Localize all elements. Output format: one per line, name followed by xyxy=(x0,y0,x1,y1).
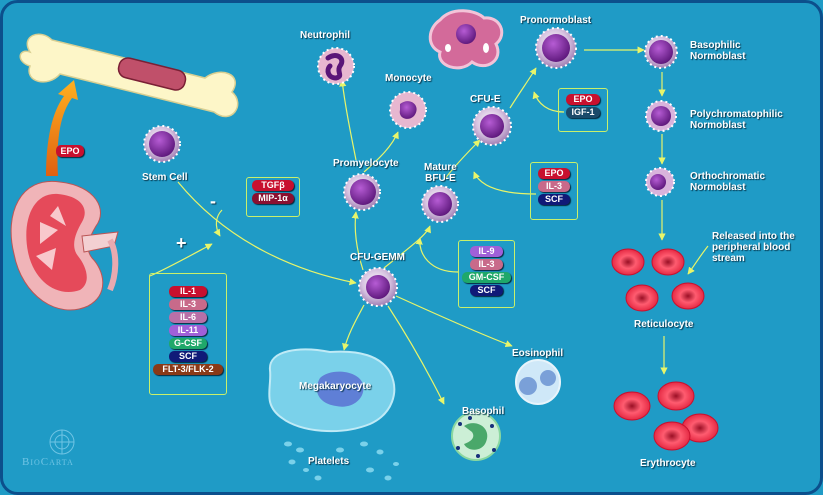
kidney-icon xyxy=(10,180,119,311)
label-pronormoblast: Pronormoblast xyxy=(520,15,592,26)
cell-cfu-gemm xyxy=(358,267,398,307)
chip-il-11: IL-11 xyxy=(169,325,207,336)
epo-arrow xyxy=(46,80,78,176)
cell-neutrophil xyxy=(317,47,355,85)
platelets-dots xyxy=(284,441,399,481)
erythrocytes xyxy=(613,381,719,451)
cell-cfu-e xyxy=(472,106,512,146)
label-neutrophil: Neutrophil xyxy=(300,30,350,41)
chip-il-3: IL-3 xyxy=(169,299,207,310)
label-eosinophil: Eosinophil xyxy=(512,348,564,359)
label-reticulocyte: Reticulocyte xyxy=(634,319,694,330)
label-platelets: Platelets xyxy=(308,456,350,467)
minus-sign: - xyxy=(210,191,216,211)
chip-flt-3-flk-2: FLT-3/FLK-2 xyxy=(153,364,223,375)
cell-basophil xyxy=(451,411,501,461)
chip-scf-c: SCF xyxy=(537,194,571,205)
epo-kidney-chip: EPO xyxy=(56,145,84,157)
chip-igf-1: IGF-1 xyxy=(566,107,600,118)
chip-il-1: IL-1 xyxy=(169,286,207,297)
lineage-arrows xyxy=(149,46,709,405)
chip-epo-b: EPO xyxy=(537,168,571,179)
chip-scf-b: SCF xyxy=(470,285,503,296)
chip-g-csf: G-CSF xyxy=(169,338,207,349)
label-orthochromatic-normoblast: Orthochromatic Normoblast xyxy=(690,171,766,193)
label-cfu-e: CFU-E xyxy=(470,94,501,105)
plus-sign: + xyxy=(176,233,187,253)
chip-gm-csf: GM-CSF xyxy=(462,272,511,283)
cell-stem xyxy=(143,125,181,163)
factor-box-cfu-e: EPO IGF-1 xyxy=(558,88,608,132)
label-erythrocyte: Erythrocyte xyxy=(640,458,696,469)
cell-basophilic-normoblast xyxy=(644,35,678,69)
factor-box-bfu-e: EPO IL-3 SCF xyxy=(530,162,578,220)
chip-il-3-b: IL-3 xyxy=(470,259,503,270)
chip-mip-1-alpha: MIP-1α xyxy=(251,193,295,204)
label-released: Released into the peripheral blood strea… xyxy=(712,231,795,264)
chip-il-3-c: IL-3 xyxy=(537,181,571,192)
chip-il-9: IL-9 xyxy=(470,246,503,257)
label-monocyte: Monocyte xyxy=(385,73,432,84)
cell-polychromatophilic-normoblast xyxy=(645,100,677,132)
cell-megakaryocyte xyxy=(268,348,396,433)
label-basophil: Basophil xyxy=(462,406,505,417)
label-megakaryocyte: Megakaryocyte xyxy=(299,381,372,392)
factor-box-inhibitors: TGFβ MIP-1α xyxy=(246,177,300,217)
label-cfu-gemm: CFU-GEMM xyxy=(350,252,405,263)
bone-icon xyxy=(19,33,239,118)
label-mature-bfu-e: Mature BFU-E xyxy=(424,162,457,184)
cell-macrophage xyxy=(428,9,504,70)
biocarta-logo-icon xyxy=(49,429,75,455)
cell-orthochromatic-normoblast xyxy=(645,167,675,197)
cell-eosinophil xyxy=(515,359,561,405)
cell-pronormoblast xyxy=(535,27,577,69)
chip-tgf-beta: TGFβ xyxy=(251,180,295,191)
label-stem-cell: Stem Cell xyxy=(142,172,188,183)
label-basophilic-normoblast: Basophilic Normoblast xyxy=(690,40,746,62)
chip-il-6: IL-6 xyxy=(169,312,207,323)
chip-epo-c: EPO xyxy=(566,94,600,105)
label-promyelocyte: Promyelocyte xyxy=(333,158,399,169)
chip-scf: SCF xyxy=(169,351,207,362)
reticulocytes xyxy=(611,248,705,312)
cell-mature-bfu-e xyxy=(421,185,459,223)
cell-promyelocyte xyxy=(343,173,381,211)
factor-box-stimulators: IL-1 IL-3 IL-6 IL-11 G-CSF SCF FLT-3/FLK… xyxy=(149,273,227,395)
cell-monocyte xyxy=(389,91,427,129)
label-polychromatophilic-normoblast: Polychromatophilic Normoblast xyxy=(690,109,783,131)
factor-box-cfu-gemm: IL-9 IL-3 GM-CSF SCF xyxy=(458,240,515,308)
biocarta-logo: BioCarta xyxy=(22,456,74,468)
